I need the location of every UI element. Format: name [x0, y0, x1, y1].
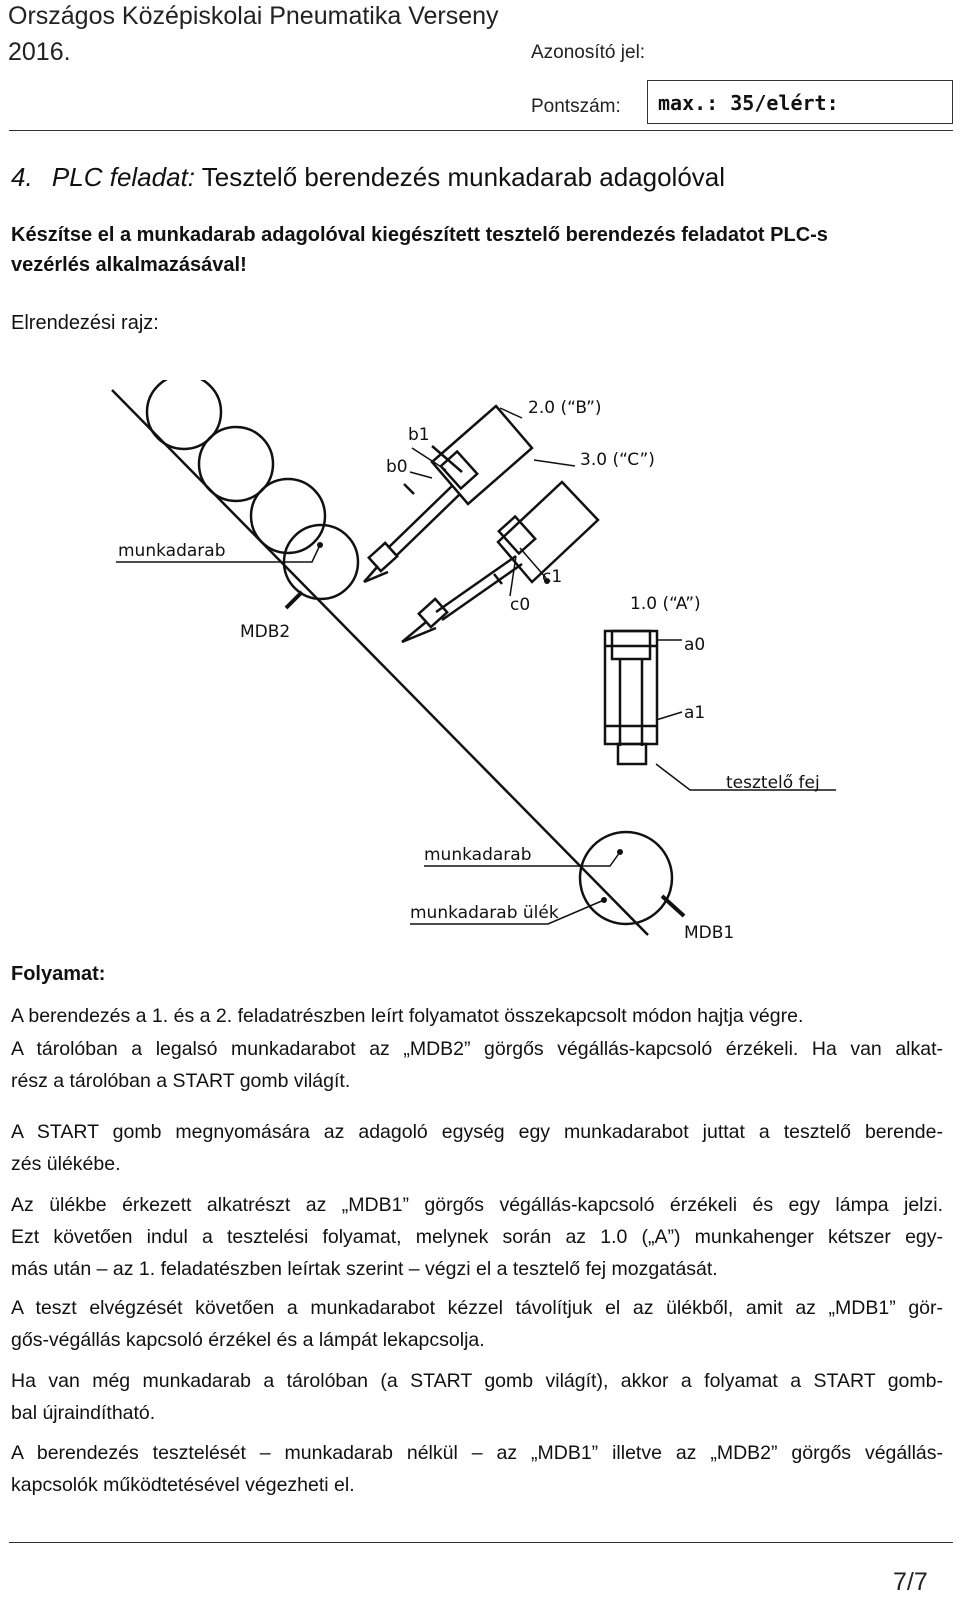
- p1-line: A berendezés a 1. és a 2. feladatrészben…: [11, 1005, 804, 1027]
- label-mdb1: MDB1: [684, 923, 734, 943]
- task-title-text: Tesztelő berendezés munkadarab adagolóva…: [201, 162, 726, 192]
- layout-label: Elrendezési rajz:: [11, 312, 159, 334]
- p3-line-1: A START gomb megnyomására az adagoló egy…: [11, 1121, 943, 1143]
- label-c0: c0: [510, 595, 530, 615]
- label-b0: b0: [386, 457, 408, 477]
- p6-line-1: Ha van még munkadarab a tárolóban (a STA…: [11, 1370, 943, 1392]
- process-paragraph-3: A START gomb megnyomására az adagoló egy…: [11, 1116, 943, 1180]
- p4-line-3: más után – az 1. feladatészben leírtak s…: [11, 1258, 718, 1280]
- process-paragraph-6: Ha van még munkadarab a tárolóban (a STA…: [11, 1365, 943, 1429]
- process-paragraph-2: A tárolóban a legalsó munkadarabot az „M…: [11, 1033, 943, 1097]
- instruction-line-2: vezérlés alkalmazásával!: [11, 254, 247, 276]
- p7-line-1: A berendezés tesztelését – munkadarab né…: [11, 1442, 943, 1464]
- label-a0: a0: [684, 635, 705, 655]
- process-paragraph-1: A berendezés a 1. és a 2. feladatrészben…: [11, 1000, 943, 1032]
- workpiece-circle-2: [197, 425, 275, 503]
- process-paragraph-7: A berendezés tesztelését – munkadarab né…: [11, 1437, 943, 1501]
- footer-rule: [9, 1542, 953, 1543]
- p7-line-2: kapcsolók működtetésével végezheti el.: [11, 1474, 355, 1496]
- cylinder-b: [363, 404, 534, 584]
- workpiece-circle-3: [249, 477, 327, 555]
- label-c1: c1: [542, 567, 562, 587]
- task-type: PLC feladat:: [51, 162, 196, 192]
- workpiece-circle-1: [145, 380, 223, 451]
- task-title: 4. PLC feladat: Tesztelő berendezés munk…: [11, 162, 725, 193]
- label-a1: a1: [684, 703, 705, 723]
- label-cyl-b: 2.0 (“B”): [528, 398, 602, 418]
- p3-line-2: zés ülékébe.: [11, 1153, 121, 1175]
- inclined-ramp: [111, 389, 649, 936]
- score-label: Pontszám:: [531, 96, 621, 117]
- label-workpiece-bottom: munkadarab: [424, 845, 531, 865]
- label-test-head: tesztelő fej: [726, 773, 820, 793]
- instruction-line-1: Készítse el a munkadarab adagolóval kieg…: [11, 224, 828, 246]
- process-paragraph-5: A teszt elvégzését követően a munkadarab…: [11, 1292, 943, 1356]
- p6-line-2: bal újraindítható.: [11, 1402, 156, 1424]
- p2-line-1: A tárolóban a legalsó munkadarabot az „M…: [11, 1038, 943, 1060]
- process-heading: Folyamat:: [11, 963, 106, 985]
- layout-diagram: 2.0 (“B”) 3.0 (“C”) 1.0 (“A”) b1 b0 c1 c…: [111, 380, 836, 943]
- year: 2016.: [8, 38, 71, 66]
- competition-title: Országos Középiskolai Pneumatika Verseny: [8, 2, 499, 30]
- p4-line-2: Ezt követően indul a tesztelési folyamat…: [11, 1226, 943, 1248]
- workpiece-circle-seat: [578, 830, 674, 926]
- label-mdb2: MDB2: [240, 622, 290, 642]
- cylinder-c: [401, 480, 600, 644]
- page-number: 7/7: [893, 1568, 928, 1596]
- label-seat: munkadarab ülék: [410, 903, 559, 923]
- p4-line-1: Az ülékbe érkezett alkatrészt az „MDB1” …: [11, 1194, 943, 1216]
- label-b1: b1: [408, 425, 430, 445]
- score-box: max.: 35/elért:: [647, 80, 953, 124]
- p5-line-2: gős-végállás kapcsoló érzékel és a lámpá…: [11, 1329, 485, 1351]
- cylinder-a: [603, 629, 659, 766]
- p2-line-2: rész a tárolóban a START gomb világít.: [11, 1070, 351, 1092]
- process-paragraph-4: Az ülékbe érkezett alkatrészt az „MDB1” …: [11, 1189, 943, 1285]
- header-rule: [9, 130, 953, 131]
- task-number: 4.: [11, 162, 33, 192]
- label-cyl-a: 1.0 (“A”): [630, 594, 701, 614]
- id-label: Azonosító jel:: [531, 42, 646, 63]
- label-cyl-c: 3.0 (“C”): [580, 450, 655, 470]
- score-box-text: max.: 35/elért:: [658, 91, 839, 115]
- label-workpiece-top: munkadarab: [118, 541, 225, 561]
- p5-line-1: A teszt elvégzését követően a munkadarab…: [11, 1297, 943, 1319]
